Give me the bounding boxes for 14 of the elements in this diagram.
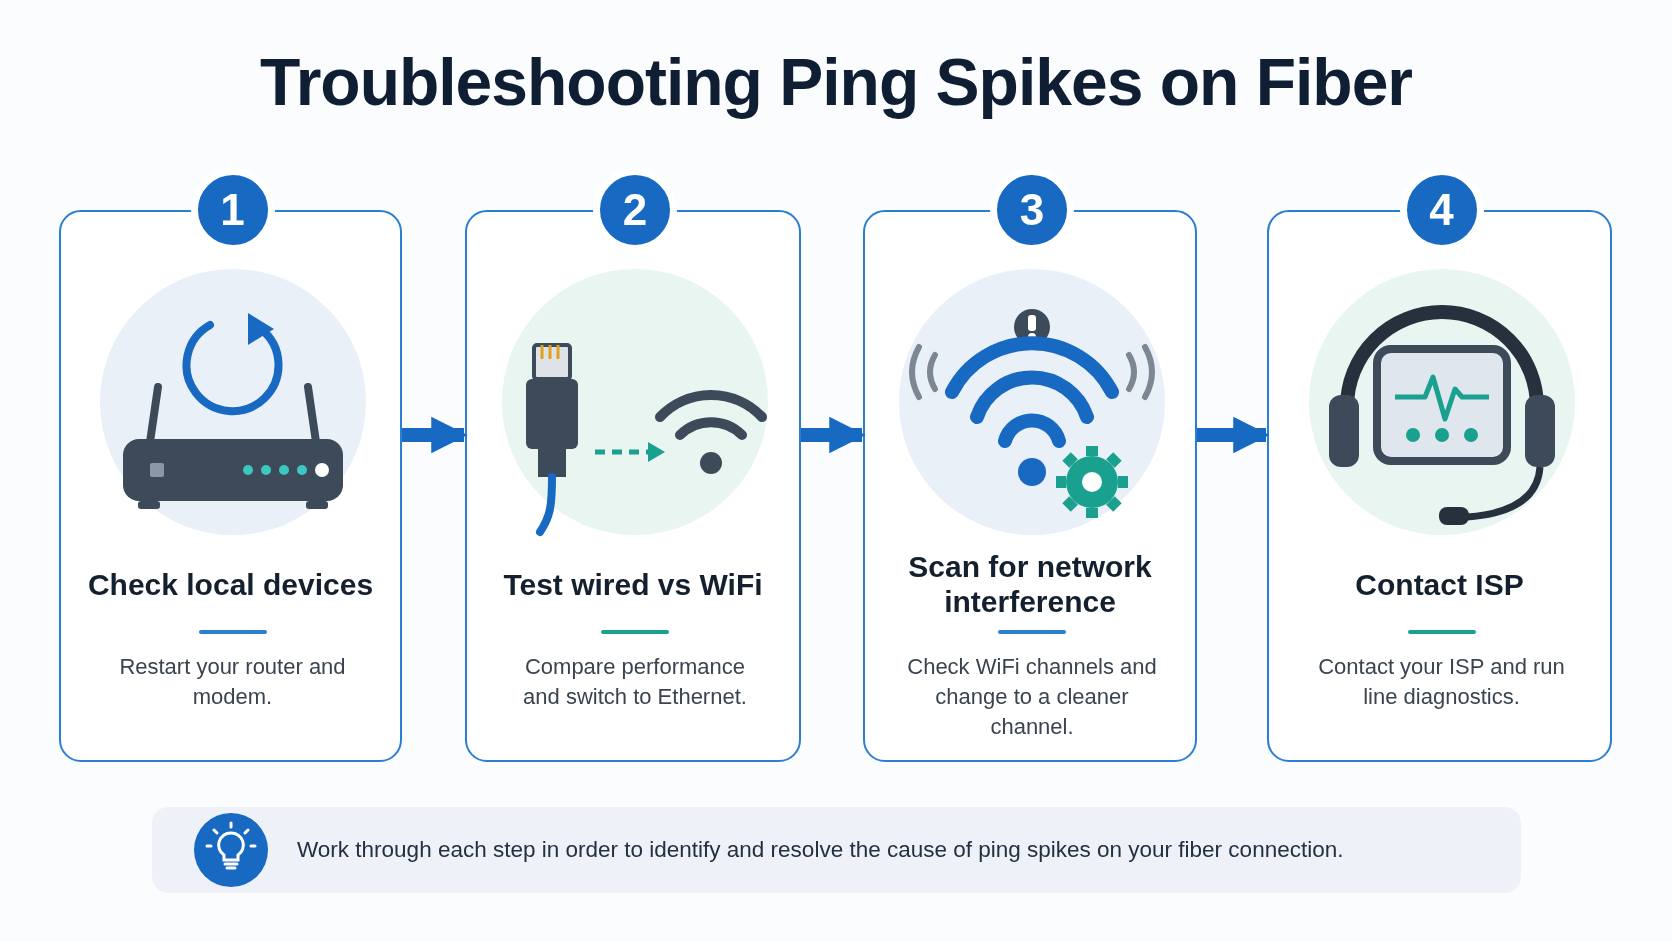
- arrow: [801, 416, 866, 454]
- step-description: Compare performance and switch to Ethernet.: [522, 653, 748, 711]
- arrow: [402, 416, 468, 454]
- step-description: Restart your router and modem.: [118, 653, 347, 711]
- step-description: Check WiFi channels and change to a cleaner channel.: [906, 653, 1158, 741]
- step-title: Contact ISP: [1355, 566, 1524, 602]
- step-title: Test wired vs WiFi: [503, 566, 763, 602]
- title: Troubleshooting Ping Spikes on Fiber: [258, 44, 1414, 120]
- tip-banner: [152, 807, 1521, 893]
- step-title: Scan for network interference: [907, 549, 1153, 619]
- step-description: Contact your ISP and run line diagnostics.: [1317, 653, 1566, 711]
- arrow: [1197, 416, 1270, 454]
- tip-text: Work through each step in order to identify and resolve the cause of ping spikes on your fiber connection.: [297, 836, 1344, 864]
- step-title: Check local devices: [87, 566, 374, 602]
